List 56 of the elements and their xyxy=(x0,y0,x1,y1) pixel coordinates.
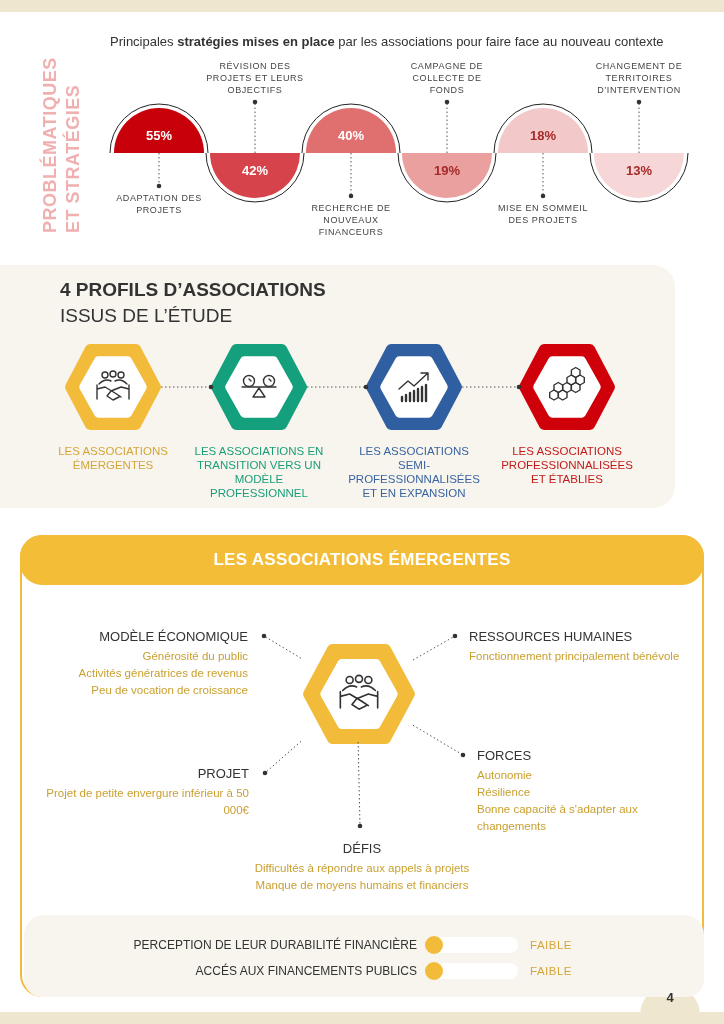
profile-caption: LES ASSOCIATIONS ÉMERGENTES xyxy=(57,444,169,472)
percentage-value: 13% xyxy=(625,163,653,178)
strategy-label: CHANGEMENT DE TERRITOIRES D’INTERVENTION xyxy=(594,60,684,96)
profile-caption: LES ASSOCIATIONS SEMI-PROFESSIONNALISÉES ET EN EXPANSION xyxy=(347,444,481,500)
rating-label: PERCEPTION DE LEUR DURABILITÉ FINANCIÈRE xyxy=(132,937,417,953)
percentage-value: 40% xyxy=(337,128,365,143)
facet-heading: RESSOURCES HUMAINES xyxy=(469,628,634,646)
leader-line xyxy=(348,152,354,199)
dotted-connector xyxy=(306,384,369,390)
facet-heading: MODÈLE ÉCONOMIQUE xyxy=(98,628,248,646)
section-heading: 4 PROFILS D’ASSOCIATIONS xyxy=(60,279,326,301)
facet-item: Fonctionnement principalement bénévole xyxy=(469,649,681,664)
leader-line xyxy=(412,633,458,661)
facet-heading: DÉFIS xyxy=(341,840,383,858)
strategy-label: RÉVISION DES PROJETS ET LEURS OBJECTIFS xyxy=(205,60,305,96)
leader-line xyxy=(412,724,466,758)
rating-value: FAIBLE xyxy=(530,964,572,979)
facet-item: Bonne capacité à s'adapter aux changements xyxy=(477,802,639,834)
card-header: LES ASSOCIATIONS ÉMERGENTES xyxy=(20,535,704,585)
percentage-value: 19% xyxy=(433,163,461,178)
strategy-label: ADAPTATION DES PROJETS xyxy=(115,192,203,216)
strategy-label: RECHERCHE DE NOUVEAUX FINANCEURS xyxy=(310,202,392,238)
facet-item: Difficultés à répondre aux appels à projets xyxy=(253,861,471,876)
dotted-connector xyxy=(461,384,522,390)
facet-heading: PROJET xyxy=(196,765,249,783)
dotted-connector xyxy=(160,384,214,390)
facet-item: Projet de petite envergure inférieur à 50 000€ xyxy=(45,786,249,818)
leader-line xyxy=(444,99,450,154)
facet-item: Autonomie xyxy=(477,768,533,783)
section-subheading: ISSUS DE L’ÉTUDE xyxy=(60,305,233,327)
rating-value: FAIBLE xyxy=(530,938,572,953)
rating-label: ACCÉS AUX FINANCEMENTS PUBLICS xyxy=(194,963,417,979)
facet-item: Peu de vocation de croissance xyxy=(90,683,248,698)
strategy-label: CAMPAGNE DE COLLECTE DE FONDS xyxy=(409,60,485,96)
side-title: PROBLÉMATIQUES ET STRATÉGIES xyxy=(39,56,84,233)
percentage-value: 18% xyxy=(529,128,557,143)
leader-line xyxy=(262,740,302,776)
leader-line xyxy=(636,99,642,154)
facet-item: Résilience xyxy=(477,785,532,800)
facet-item: Manque de moyens humains et financiers xyxy=(254,878,470,893)
profiles-panel xyxy=(0,265,675,508)
facet-item: Générosité du public xyxy=(141,649,248,664)
percentage-value: 42% xyxy=(241,163,269,178)
page-number: 4 xyxy=(665,990,675,1005)
leader-line xyxy=(357,741,363,829)
facet-item: Activités génératrices de revenus xyxy=(77,666,248,681)
strategy-label: MISE EN SOMMEIL DES PROJETS xyxy=(497,202,589,226)
percentage-value: 55% xyxy=(145,128,173,143)
leader-line xyxy=(252,99,258,154)
facet-heading: FORCES xyxy=(477,747,533,765)
profile-caption: LES ASSOCIATIONS PROFESSIONNALISÉES ET ÉTABLIES xyxy=(500,444,634,486)
leader-line xyxy=(261,633,302,659)
leader-line xyxy=(540,152,546,199)
profile-caption: LES ASSOCIATIONS EN TRANSITION VERS UN MODÈLE PROFESSIONNEL xyxy=(193,444,325,500)
leader-line xyxy=(156,152,162,189)
page-heading: Principales stratégies mises en place par les associations pour faire face au nouveau contexte xyxy=(110,34,665,49)
